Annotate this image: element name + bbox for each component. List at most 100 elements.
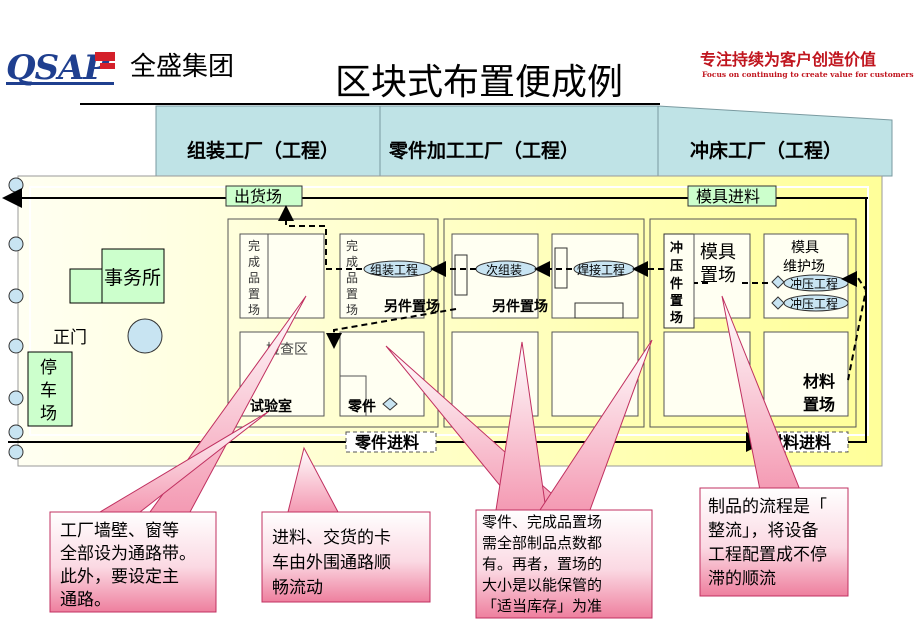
logo-text: QSAP: [6, 48, 111, 88]
callout-1-line: 全部设为通路带。: [60, 544, 196, 564]
press-proc-diamond-icon: [771, 296, 785, 310]
callout-2-line: 车由外围通路顺: [272, 553, 391, 573]
slogan-en: Focus on continuing to create value for …: [702, 70, 914, 79]
finished-store-2-char: 置: [346, 287, 358, 301]
separate-store-label-1: 另件置场: [384, 298, 440, 315]
finished-store-2-char: 场: [346, 303, 358, 317]
callout-3-line: 「适当库存」为准: [482, 597, 602, 615]
right-flow-line: [848, 198, 867, 443]
finished-store-2-char: 完: [346, 238, 358, 253]
callout-3-line: 有。再者，置场的: [482, 555, 602, 573]
tab-assembly-label: 组装工厂（工程）: [187, 139, 339, 162]
door-marker: [8, 338, 24, 354]
callout-2-line: 进料、交货的卡: [272, 528, 391, 548]
material-store-label-1: 材料: [803, 372, 835, 391]
press-proc-label-1: 冲压工程: [790, 276, 838, 291]
callout-2: 进料、交货的卡 车由外围通路顺 畅流动: [261, 511, 431, 603]
parts-block: [443, 218, 645, 428]
office-annex: [69, 268, 107, 304]
gate-label: 正门: [53, 328, 87, 348]
material-in-label-box: [761, 431, 849, 453]
machine-block: [574, 302, 624, 319]
slogan-cn: 专注持续为客户创造价值: [700, 50, 876, 69]
gate-marker: [127, 318, 163, 354]
assembly-proc-label: 组装工程: [370, 262, 418, 277]
finished-store-2-char: 成: [346, 255, 358, 269]
die-maintenance-label-1: 模具: [791, 240, 819, 256]
finished-store-1-char: 品: [248, 271, 260, 285]
parking-label-3: 场: [40, 404, 57, 424]
callout-4-line: 工程配置成不停: [708, 545, 827, 565]
callout-4: 制品的流程是「 整流」，将设备 工程配置成不停 滞的顺流: [699, 487, 849, 597]
shipping-label: 出货场: [234, 187, 282, 206]
door-marker: [8, 288, 24, 304]
callout-1-line: 工厂墙壁、窗等: [60, 521, 179, 541]
callout-4-line: 滞的顺流: [708, 569, 776, 589]
finished-store-1-char: 成: [248, 255, 260, 269]
callout-3-line: 零件、完成品置场: [482, 513, 602, 531]
finished-store-1-char: 场: [248, 303, 260, 317]
callout-3-line: 大小是以能保管的: [482, 576, 602, 594]
callout-1-line: 此外，要设定主: [60, 567, 179, 587]
logo-red-mark-2: [100, 63, 115, 69]
tab-press-label: 冲床工厂（工程）: [690, 139, 842, 162]
logo: QSAP: [6, 48, 115, 88]
die-in-label-box: [687, 185, 777, 207]
door-marker: [8, 444, 24, 460]
door-marker: [8, 424, 24, 440]
callout-1: 工厂墙壁、窗等 全部设为通路带。 此外，要设定主 通路。: [49, 511, 217, 613]
company-name: 全盛集团: [130, 52, 234, 82]
finished-store-1-char: 完: [248, 238, 260, 253]
lab-label: 试验室: [250, 398, 292, 415]
material-store-label-2: 置场: [803, 395, 835, 414]
door-markers: [8, 177, 24, 460]
die-store-label-2: 置场: [700, 265, 736, 286]
callout-3-line: 需全部制品点数都: [482, 534, 602, 552]
material-store-box: [763, 331, 849, 417]
press-parts-store-char: 件: [670, 276, 683, 292]
die-store-box: [693, 233, 751, 319]
press-parts-store-char: 置: [670, 294, 683, 309]
press-proc-diamond-icon: [771, 275, 785, 289]
callout-3: 零件、完成品置场 需全部制品点数都 有。再者，置场的 大小是以能保管的 「适当库…: [475, 509, 653, 619]
parts-diamond-icon: [382, 397, 398, 411]
door-marker: [8, 236, 24, 252]
parking-label-1: 停: [40, 358, 57, 378]
office-box: [101, 248, 165, 304]
die-in-label: 模具进料: [696, 187, 760, 206]
callout-pointers: [98, 295, 801, 513]
logo-underline: [6, 82, 114, 85]
callout-4-line: 整流」，将设备: [708, 521, 819, 541]
machine-block: [454, 254, 468, 296]
parts-bin: [340, 375, 367, 416]
assembly-block: [227, 218, 439, 428]
tab-press: [657, 105, 893, 177]
page-title: 区块式布置便成例: [335, 62, 623, 103]
welding-label: 焊接工程: [577, 262, 625, 277]
separate-store-label-2: 另件置场: [492, 298, 548, 315]
shipping-label-box: [225, 185, 303, 207]
door-marker: [8, 390, 24, 406]
office-label: 事务所: [104, 267, 161, 289]
parts-in-label-box: [345, 431, 437, 453]
press-parts-store-char: 压: [670, 259, 683, 274]
parts-label: 零件: [347, 398, 376, 415]
press-parts-store-box: [663, 233, 695, 329]
finished-store-1-box: [239, 233, 325, 319]
sub-assembly-label: 次组装: [486, 263, 522, 277]
finished-store-1-char: 置: [248, 287, 260, 301]
door-marker: [8, 177, 24, 193]
die-maintenance-label-2: 维护场: [783, 259, 825, 275]
press-parts-store-char: 冲: [670, 240, 683, 256]
outer-road-white: [29, 186, 869, 436]
callout-1-line: 通路。: [60, 590, 111, 610]
parking-label-2: 车: [40, 381, 57, 401]
parking-box: [27, 351, 73, 427]
die-store-label-1: 模具: [700, 242, 736, 263]
callout-4-line: 制品的流程是「: [708, 497, 827, 517]
process-flow-arrowheads: [278, 205, 857, 349]
callout-2-line: 畅流动: [272, 578, 323, 598]
tab-parts-label: 零件加工工厂（工程）: [388, 139, 579, 162]
factory-tabs: 组装工厂（工程） 零件加工工厂（工程） 冲床工厂（工程）: [155, 105, 893, 177]
